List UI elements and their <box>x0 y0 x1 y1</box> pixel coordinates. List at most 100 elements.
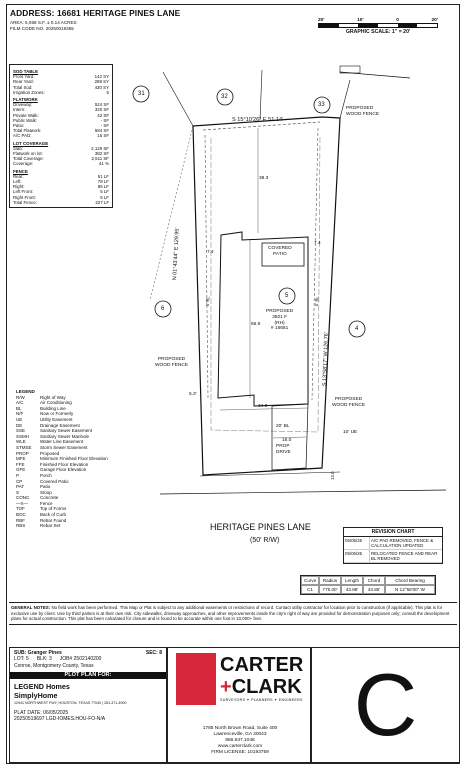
table-row: Slab:2,129 SF <box>13 145 109 151</box>
job-number: JOB# 2502140200 <box>59 656 102 663</box>
lot-number: 4 <box>355 326 359 332</box>
table-row: Private Walk:42 SF <box>13 112 109 118</box>
table-row: Right:86 LF <box>13 184 109 190</box>
table-row: Front Yard:142 SY <box>13 74 109 80</box>
address-title: ADDRESS: 16681 HERITAGE PINES LANE <box>10 8 181 18</box>
table-row: Left Front:5 LF <box>13 189 109 195</box>
table-row: Public Walk:- SF <box>13 117 109 123</box>
brand-word-1: CARTER <box>220 654 304 676</box>
dimension-label: 10' UE <box>343 430 358 435</box>
company-block: CARTER +CLARK SURVEYORS ✦ PLANNERS ✦ ENG… <box>167 647 311 763</box>
dimension-label: 34.8 <box>258 404 268 409</box>
file-number: 20250519697 LGD-IOMES.HOU-FO-N/A <box>14 716 106 723</box>
table-row: Total Flatwork:584 SF <box>13 128 109 134</box>
dimension-label: 7.4 <box>207 250 214 255</box>
building-line <box>210 135 321 433</box>
dimension-label: 5.3' <box>189 392 197 397</box>
street-row: (50' R/W) <box>250 537 280 544</box>
drive-label: PROP DRIVE <box>276 444 291 455</box>
graphic-scale: 20' 10' 0 20' GRAPHIC SCALE: 1" = 20' <box>318 18 438 35</box>
sod-table-title: SOD TABLE <box>13 69 39 74</box>
section: SEC: 8 <box>145 650 162 656</box>
rear-bearing: S 15°10'26" E 51.14' <box>232 117 284 123</box>
firm-license: FIRM LICENSE: 10193759 <box>211 750 269 755</box>
company-phone: 866.637.1048 <box>225 738 255 743</box>
scale-tick: 0 <box>396 18 399 23</box>
plat-date: PLAT DATE: 06/05/2025 <box>14 710 69 717</box>
sheet-letter-box: C <box>311 647 460 763</box>
scale-tick: 20' <box>318 18 325 23</box>
driveway <box>271 403 309 471</box>
table-row: Left:78 LF <box>13 179 109 185</box>
curb-line <box>199 471 341 477</box>
dimension-label: 16.0 <box>282 438 292 443</box>
fence-line <box>202 121 321 131</box>
table-row: Driveway:524 SF <box>13 102 109 108</box>
table-row: Right Front:5 LF <box>13 194 109 200</box>
covered-patio-label: COVERED PATIO <box>268 246 292 257</box>
lot-number: 5 <box>285 293 289 299</box>
company-website: www.carterclark.com <box>217 744 263 749</box>
house-footprint <box>217 231 309 407</box>
flatwork-title: FLATWORK <box>13 97 38 103</box>
coverage-title: LOT COVERAGE <box>13 140 49 146</box>
plot-plan-bar: PLOT PLAN FOR: <box>10 672 166 679</box>
fence-line <box>311 127 319 401</box>
fence-note: PROPOSED WOOD FENCE <box>155 357 189 368</box>
lot-line <box>339 79 351 119</box>
fence-line <box>204 134 209 399</box>
subdivision: SUB: Granger Pines <box>14 650 62 656</box>
dimension-label: 5' BL <box>205 296 211 307</box>
lot-line <box>162 71 194 127</box>
curve-table: Curve Radius Length Chord Chord Bearing … <box>300 575 436 595</box>
client-brand: SimplyHome <box>14 690 58 700</box>
scale-tick: 20' <box>431 18 438 23</box>
table-row: Flatwork on lot:382 SF <box>13 151 109 157</box>
legend-row: —X—Fence <box>16 500 53 506</box>
scale-tick: 10' <box>357 18 364 23</box>
table-row: Rear:51 LF <box>13 173 109 179</box>
county: Conroe, Montgomery County, Texas <box>14 662 94 669</box>
table-row: Total Fence:227 LF <box>13 199 109 205</box>
covered-patio <box>261 242 305 267</box>
general-notes: GENERAL NOTES: No field work has been pe… <box>9 602 457 625</box>
block: BLK: 3 <box>36 656 52 663</box>
client-address: 12941 NORTHWEST FWY, HOUSTON, TEXAS 7704… <box>14 700 127 705</box>
dimension-label: 5' BL <box>314 296 320 307</box>
table-row: Total Coverage:2,511 SF <box>13 156 109 162</box>
fence-title: FENCE <box>13 168 28 174</box>
house-label: PROPOSED 3501 F (RH) # 16681 <box>266 309 294 332</box>
north-arrow-icon <box>339 65 411 79</box>
brand-word-2: CLARK <box>231 676 302 698</box>
lot-line <box>149 125 194 301</box>
film-code: FILM CODE NO. 20250019355 <box>10 26 74 31</box>
scale-caption: GRAPHIC SCALE: 1" = 20' <box>345 29 411 35</box>
dimension-label: 38.3 <box>259 176 269 181</box>
dimension-label: 12.0 <box>330 471 335 480</box>
brand-tagline: SURVEYORS ✦ PLANNERS ✦ ENGINEERS <box>220 698 303 702</box>
table-row: Total Sod:430 SY <box>13 84 109 90</box>
right-of-way-line <box>159 489 447 495</box>
